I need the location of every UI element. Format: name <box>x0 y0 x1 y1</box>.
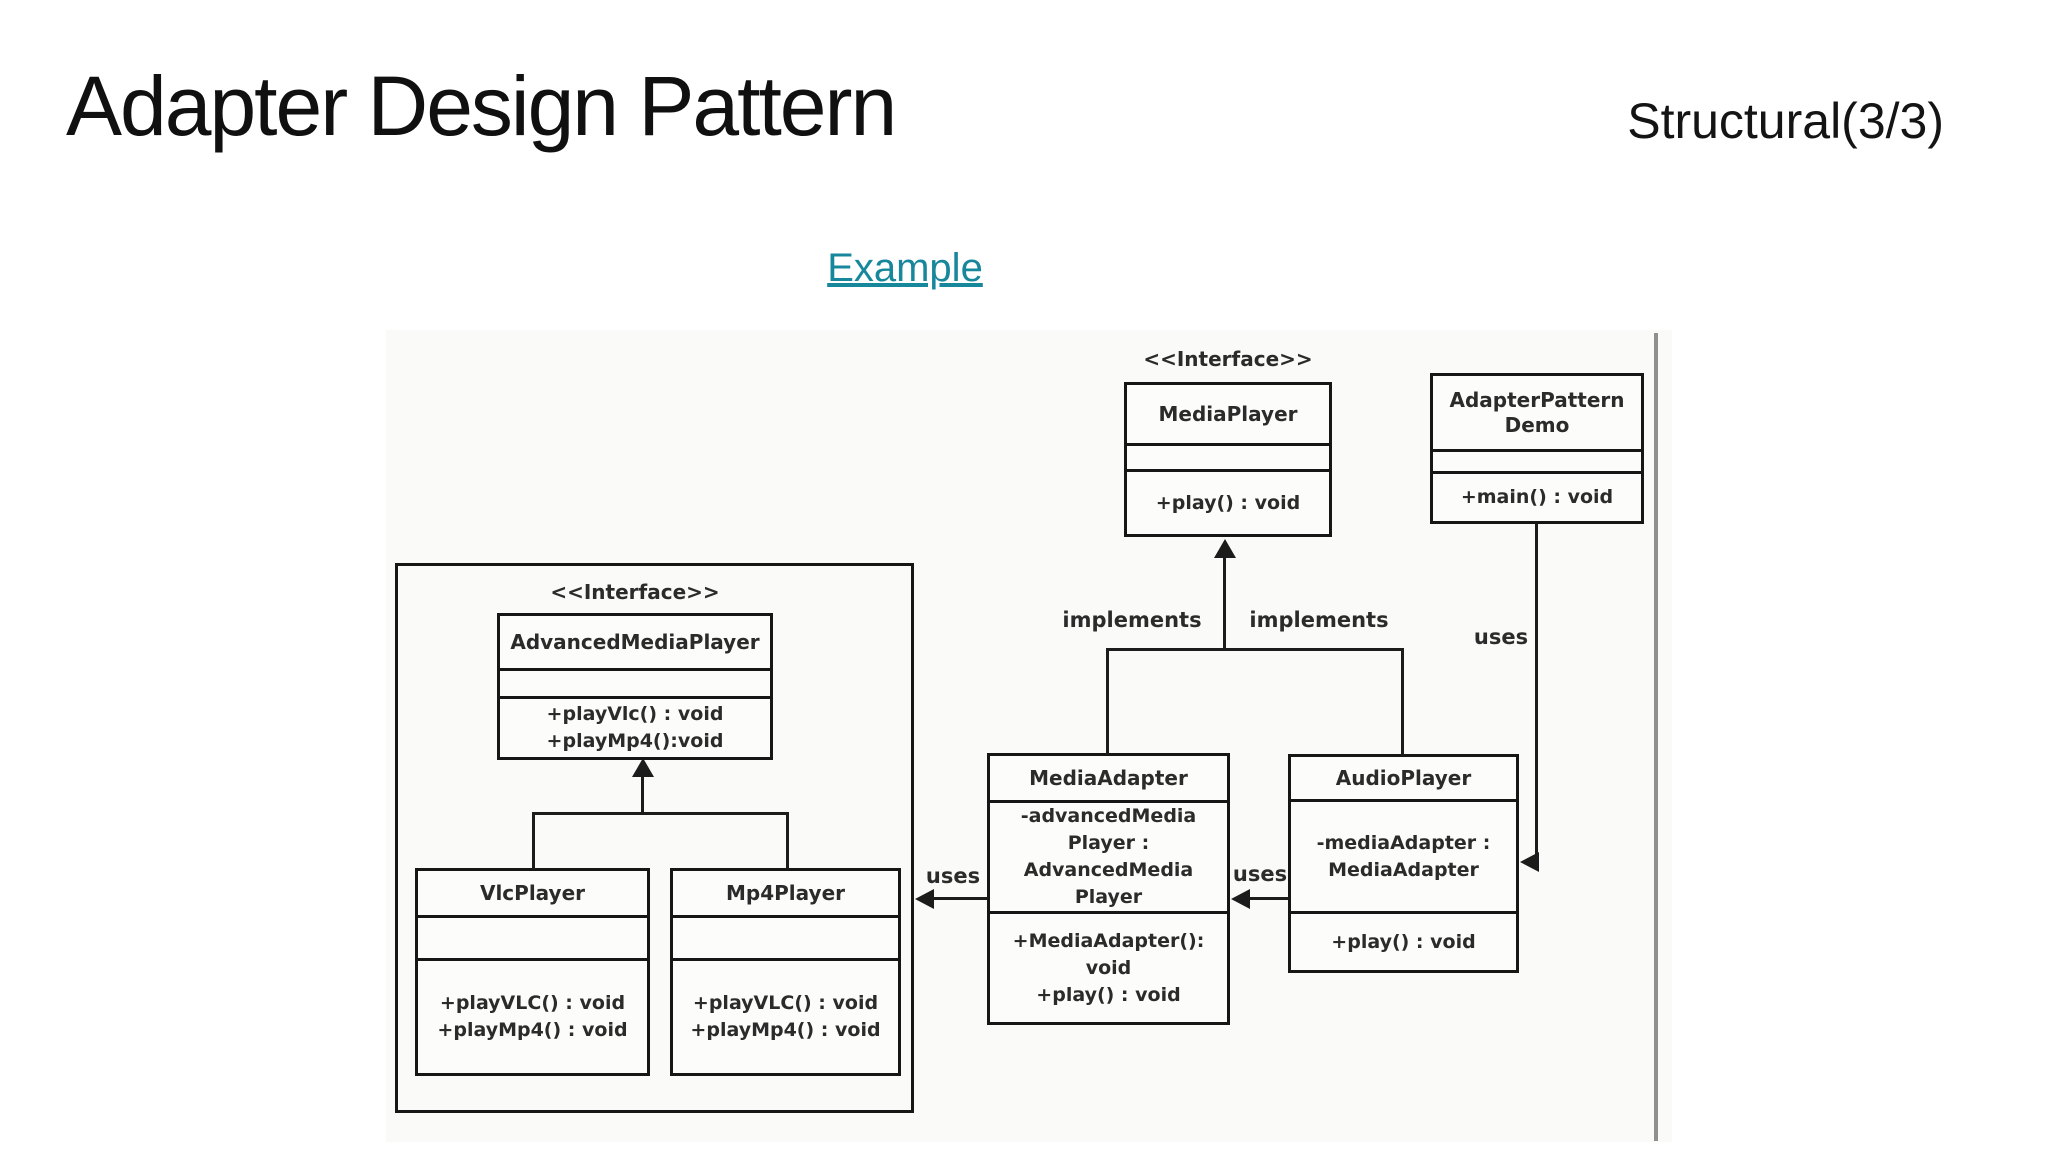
class-name: AdvancedMediaPlayer <box>510 629 760 654</box>
implements-label-right: implements <box>1249 608 1389 632</box>
attributes-compartment-empty <box>1433 449 1641 471</box>
attribute: Player : <box>1067 832 1150 854</box>
class-vlc-player: VlcPlayer +playVLC() : void +playMp4() :… <box>415 868 650 1076</box>
attribute: AdvancedMedia <box>1023 859 1194 881</box>
methods-compartment: +playVLC() : void +playMp4() : void <box>673 958 898 1073</box>
method: +playVlc() : void <box>546 703 724 725</box>
uses-label-demo: uses <box>1473 625 1529 649</box>
attributes-compartment-empty <box>673 915 898 958</box>
methods-compartment: +play() : void <box>1127 469 1329 534</box>
methods-compartment: +play() : void <box>1291 911 1516 970</box>
method: +playVLC() : void <box>692 992 879 1014</box>
example-link[interactable]: Example <box>827 246 983 290</box>
method: +play() : void <box>1036 983 1181 1006</box>
attributes-compartment-empty <box>500 668 770 696</box>
methods-compartment: +main() : void <box>1433 471 1641 521</box>
class-name-line2: Demo <box>1504 412 1570 437</box>
implements-drop-media-adapter <box>1106 648 1109 755</box>
uses-label-media-adapter: uses <box>1232 862 1288 886</box>
methods-compartment: +playVlc() : void +playMp4():void <box>500 696 770 757</box>
implements-stem <box>1223 556 1226 651</box>
generalization-crossbar <box>532 812 789 815</box>
implements-drop-audio-player <box>1401 648 1404 756</box>
uses-label-package: uses <box>925 864 981 888</box>
attributes-compartment-empty <box>418 915 647 958</box>
advanced-media-player-stereotype: <<Interface>> <box>550 580 720 604</box>
generalization-drop-vlc <box>532 812 535 870</box>
class-name-compartment: MediaAdapter <box>990 756 1227 800</box>
method: +playVLC() : void <box>439 992 626 1014</box>
class-media-player: MediaPlayer +play() : void <box>1124 382 1332 537</box>
method: +playMp4() : void <box>690 1019 881 1041</box>
generalization-arrowhead-advanced-media-player <box>632 758 654 777</box>
class-name-compartment: AudioPlayer <box>1291 757 1516 799</box>
class-name-compartment: AdapterPattern Demo <box>1433 376 1641 449</box>
class-name: Mp4Player <box>726 880 845 905</box>
slide-section-counter: Structural(3/3) <box>1627 93 1944 149</box>
class-media-adapter: MediaAdapter -advancedMedia Player : Adv… <box>987 753 1230 1025</box>
uses-arrowhead-package <box>915 889 934 909</box>
class-name-compartment: Mp4Player <box>673 871 898 915</box>
implements-label-left: implements <box>1062 608 1202 632</box>
attributes-compartment-empty <box>1127 443 1329 469</box>
uses-line-demo-vertical <box>1535 524 1538 863</box>
method: +MediaAdapter(): <box>1012 929 1205 952</box>
attributes-compartment: -advancedMedia Player : AdvancedMedia Pl… <box>990 800 1227 911</box>
method: +play() : void <box>1331 930 1476 953</box>
attribute: -advancedMedia <box>1020 805 1197 827</box>
method: +main() : void <box>1460 486 1614 508</box>
attributes-compartment: -mediaAdapter : MediaAdapter <box>1291 799 1516 911</box>
methods-compartment: +MediaAdapter(): void +play() : void <box>990 911 1227 1022</box>
class-audio-player: AudioPlayer -mediaAdapter : MediaAdapter… <box>1288 754 1519 973</box>
class-name-compartment: VlcPlayer <box>418 871 647 915</box>
class-name: MediaPlayer <box>1158 401 1298 426</box>
method: +playMp4():void <box>546 730 724 752</box>
class-adapter-pattern-demo: AdapterPattern Demo +main() : void <box>1430 373 1644 524</box>
method: +playMp4() : void <box>437 1019 628 1041</box>
media-player-stereotype: <<Interface>> <box>1143 347 1313 371</box>
uses-arrowhead-audio-player <box>1520 852 1539 872</box>
class-name: VlcPlayer <box>479 880 586 905</box>
example-link-container: Example <box>700 246 1110 291</box>
attribute: Player <box>1074 886 1143 908</box>
uses-arrowhead-media-adapter <box>1231 889 1250 909</box>
method: void <box>1085 956 1132 979</box>
class-name-compartment: MediaPlayer <box>1127 385 1329 443</box>
generalization-drop-mp4 <box>786 812 789 870</box>
class-name-line1: AdapterPattern <box>1449 387 1625 412</box>
attribute: MediaAdapter <box>1328 858 1479 881</box>
page-title: Adapter Design Pattern <box>66 59 897 153</box>
class-name: MediaAdapter <box>1029 765 1188 790</box>
advanced-media-player-package <box>395 563 914 1113</box>
method: +play() : void <box>1155 491 1301 514</box>
class-mp4-player: Mp4Player +playVLC() : void +playMp4() :… <box>670 868 901 1076</box>
implements-arrowhead-media-player <box>1214 539 1236 558</box>
uses-line-media-adapter-package <box>932 897 988 900</box>
generalization-stem <box>641 775 644 815</box>
class-name-compartment: AdvancedMediaPlayer <box>500 616 770 668</box>
class-name: AudioPlayer <box>1335 765 1472 790</box>
methods-compartment: +playVLC() : void +playMp4() : void <box>418 958 647 1073</box>
implements-crossbar <box>1106 648 1404 651</box>
attribute: -mediaAdapter : <box>1316 831 1491 854</box>
vertical-divider-rule <box>1654 333 1658 1141</box>
class-advanced-media-player: AdvancedMediaPlayer +playVlc() : void +p… <box>497 613 773 760</box>
uses-line-audio-player-media-adapter <box>1248 897 1289 900</box>
